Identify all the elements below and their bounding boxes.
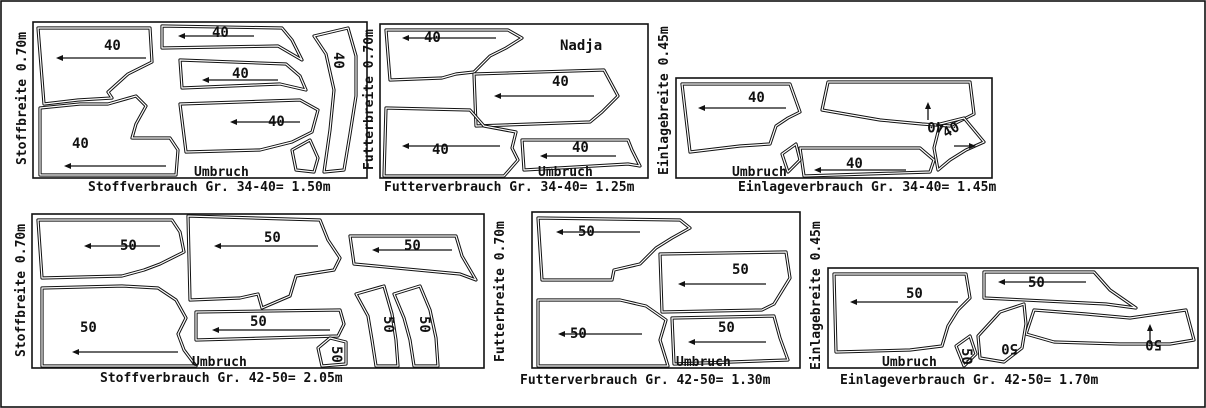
size-mark: 50 xyxy=(416,316,432,333)
size-mark: 50 xyxy=(718,320,735,336)
size-mark: 50 xyxy=(578,224,595,240)
size-mark: 40 xyxy=(846,156,863,172)
lining-usage-label: Futterverbrauch Gr. 34-40= 1.25m xyxy=(384,180,635,195)
size-mark: 40 xyxy=(232,66,249,82)
size-mark: 50 xyxy=(120,238,137,254)
size-mark: 40 xyxy=(552,74,569,90)
lining-42-50-grain-arrows xyxy=(556,229,766,345)
size-mark: 40 xyxy=(330,52,346,69)
size-mark: 50 xyxy=(906,286,923,302)
size-mark: 40 xyxy=(212,25,229,41)
fold-label: Umbruch xyxy=(732,165,787,180)
lining-width-label: Futterbreite 0.70m xyxy=(362,29,377,170)
fabric-usage-label: Stoffverbrauch Gr. 34-40= 1.50m xyxy=(88,180,331,195)
lining-42-50-pieces xyxy=(536,216,792,368)
fabric-34-40-pieces xyxy=(36,24,358,177)
size-mark: 50 xyxy=(380,316,396,333)
size-mark: 40 xyxy=(927,118,944,134)
size-mark: 40 xyxy=(268,114,285,130)
fold-label: Umbruch xyxy=(192,355,247,370)
size-mark: 40 xyxy=(72,136,89,152)
size-mark: 50 xyxy=(80,320,97,336)
size-mark: 40 xyxy=(424,30,441,46)
size-mark: 50 xyxy=(570,326,587,342)
size-mark: 50 xyxy=(1001,340,1018,356)
size-mark: 50 xyxy=(250,314,267,330)
fabric-usage-label: Stoffverbrauch Gr. 42-50= 2.05m xyxy=(100,371,343,386)
fabric-42-50-pieces xyxy=(36,214,478,368)
interfacing-usage-label: Einlageverbrauch Gr. 34-40= 1.45m xyxy=(738,180,996,195)
interfacing-34-40-frame xyxy=(675,77,993,179)
fold-label: Umbruch xyxy=(882,355,937,370)
interfacing-width-label: Einlagebreite 0.45m xyxy=(657,26,672,175)
layout-lining-42-50: 50 50 50 50 Umbruch Futterbreite 0.70m F… xyxy=(493,211,801,388)
interfacing-42-50-frame xyxy=(827,267,1199,369)
interfacing-width-label: Einlagebreite 0.45m xyxy=(809,221,824,370)
size-mark: 50 xyxy=(404,238,421,254)
fold-label: Umbruch xyxy=(194,165,249,180)
fabric-42-50-frame xyxy=(31,213,485,369)
lining-34-40-frame xyxy=(379,23,649,179)
lining-width-label: Futterbreite 0.70m xyxy=(493,221,508,362)
layout-lining-34-40: 40 40 40 40 Nadja Umbruch Futterbreite 0… xyxy=(362,23,649,195)
fabric-42-50-grain-arrows xyxy=(72,243,452,355)
interfacing-42-50-pieces xyxy=(832,270,1196,368)
size-mark: 40 xyxy=(940,119,963,141)
lining-usage-label: Futterverbrauch Gr. 42-50= 1.30m xyxy=(520,373,771,388)
lining-34-40-grain-arrows xyxy=(402,35,616,159)
layout-interfacing-42-50: 50 50 50 50 50 Umbruch Einlagebreite 0.4… xyxy=(809,221,1199,388)
size-mark: 50 xyxy=(958,348,974,365)
interfacing-42-50-grain-arrows xyxy=(850,279,1153,344)
fabric-34-40-frame xyxy=(32,21,368,179)
size-mark: 40 xyxy=(104,38,121,54)
fabric-width-label: Stoffbreite 0.70m xyxy=(14,224,29,357)
interfacing-34-40-grain-arrows xyxy=(698,102,976,173)
fold-label: Umbruch xyxy=(538,165,593,180)
size-mark: 40 xyxy=(748,90,765,106)
size-mark: 50 xyxy=(1028,275,1045,291)
lining-34-40-pieces xyxy=(382,28,642,178)
size-mark: 50 xyxy=(264,230,281,246)
size-mark: 40 xyxy=(432,142,449,158)
size-mark: 40 xyxy=(572,140,589,156)
interfacing-34-40-pieces xyxy=(680,80,986,178)
layout-fabric-34-40: 40 40 40 40 40 40 Umbruch Stoffbreite 0.… xyxy=(15,21,368,195)
layout-fabric-42-50: 50 50 50 50 50 50 50 50 Umbruch Stoffbre… xyxy=(14,213,485,386)
fabric-34-40-grain-arrows xyxy=(56,33,300,169)
size-mark: 50 xyxy=(328,346,344,363)
layout-interfacing-34-40: 40 40 40 40 Umbruch Einlagebreite 0.45m … xyxy=(657,26,996,195)
size-mark: 50 xyxy=(732,262,749,278)
pattern-name: Nadja xyxy=(560,38,602,54)
lining-42-50-frame xyxy=(531,211,801,369)
size-mark: 50 xyxy=(1145,336,1162,352)
interfacing-usage-label: Einlageverbrauch Gr. 42-50= 1.70m xyxy=(840,373,1098,388)
fold-label: Umbruch xyxy=(676,355,731,370)
fabric-width-label: Stoffbreite 0.70m xyxy=(15,32,30,165)
